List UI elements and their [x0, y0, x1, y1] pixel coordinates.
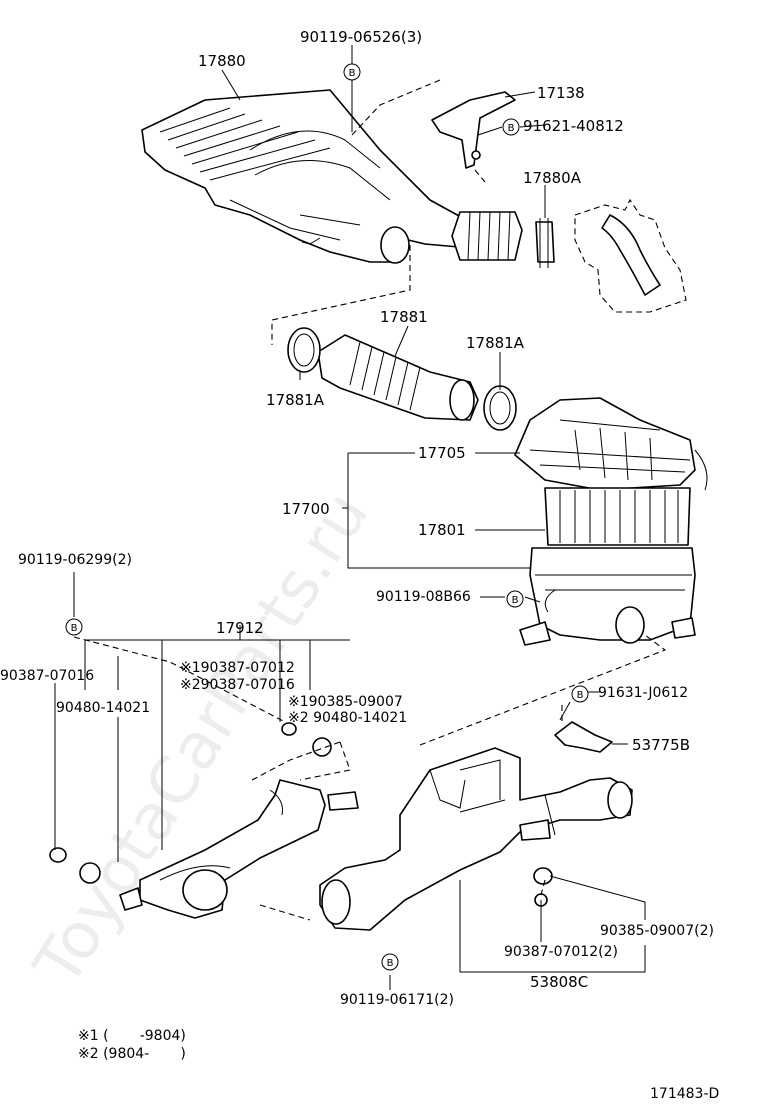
bolt-symbol-2: B	[502, 118, 520, 136]
label-17881A-right: 17881A	[466, 334, 525, 352]
bracket-17138	[431, 91, 516, 169]
label-17880A: 17880A	[523, 169, 582, 187]
label-n2-90480-14021: ※2 90480-14021	[288, 710, 407, 726]
label-91631-J0612: 91631-J0612	[598, 685, 688, 701]
label-90119-06299: 90119-06299(2)	[18, 552, 132, 568]
svg-text:B: B	[508, 123, 515, 134]
grommet-90480-14021	[79, 862, 101, 884]
intake-duct-17880	[141, 89, 471, 264]
hose-17881	[317, 334, 479, 421]
diagram-id: 171483-D	[650, 1086, 719, 1102]
label-17700: 17700	[282, 500, 330, 518]
label-90119-06171: 90119-06171(2)	[340, 992, 454, 1008]
label-n2-90387-07016: ※290387-07016	[180, 677, 295, 693]
clamp-17881A-left	[287, 327, 321, 373]
bolt-symbol-4: B	[65, 618, 83, 636]
bracket-53775B	[554, 721, 613, 753]
label-17880: 17880	[198, 52, 246, 70]
leader-lines	[54, 45, 646, 990]
air-cleaner-assy-17700	[514, 397, 708, 646]
svg-text:B: B	[577, 690, 584, 701]
intake-duct-17912	[119, 779, 359, 919]
svg-text:B: B	[349, 68, 356, 79]
clip-17880A	[535, 218, 555, 268]
note-1: ※1 ( -9804)	[78, 1028, 186, 1044]
label-90119-08B66: 90119-08B66	[376, 589, 471, 605]
svg-text:B: B	[512, 595, 519, 606]
bolt-symbol-5: B	[571, 685, 589, 703]
grommet-90385-09007	[533, 867, 553, 885]
label-17705: 17705	[418, 444, 466, 462]
label-53808C: 53808C	[530, 973, 588, 991]
svg-text:B: B	[387, 958, 394, 969]
label-90387-07016: 90387-07016	[0, 668, 94, 684]
label-17801: 17801	[418, 521, 466, 539]
label-17881A-left: 17881A	[266, 391, 325, 409]
leader-dash-mid	[73, 634, 667, 921]
label-90480-14021: 90480-14021	[56, 700, 150, 716]
svg-text:B: B	[71, 623, 78, 634]
engine-manifold-outline	[574, 198, 687, 313]
label-n1-90387-07012: ※190387-07012	[180, 660, 295, 676]
label-17912: 17912	[216, 619, 264, 637]
clamp-17881A-right	[483, 385, 517, 431]
bolt-symbol-3: B	[506, 590, 524, 608]
label-91621-40812: 91621-40812	[523, 117, 624, 135]
label-53775B: 53775B	[632, 736, 690, 754]
label-n1-90385-09007: ※190385-09007	[288, 694, 403, 710]
hose-connector	[451, 211, 523, 261]
grommet-90387-07016	[49, 847, 67, 863]
label-90385-09007: 90385-09007(2)	[600, 923, 714, 939]
manifold-part	[601, 214, 661, 296]
note-2: ※2 (9804- )	[78, 1046, 186, 1062]
bolt-symbol-1: B	[343, 63, 361, 81]
leader-dash-top	[271, 79, 486, 345]
label-90119-06526: 90119-06526(3)	[300, 28, 422, 46]
grommet-n1-90385-09007	[312, 737, 332, 757]
label-90387-07012: 90387-07012(2)	[504, 944, 618, 960]
grommet-n1-90387-07012	[281, 722, 297, 736]
bolt-symbol-6: B	[381, 953, 399, 971]
resonator-53808C	[319, 747, 633, 931]
label-17138: 17138	[537, 84, 585, 102]
label-17881: 17881	[380, 308, 428, 326]
